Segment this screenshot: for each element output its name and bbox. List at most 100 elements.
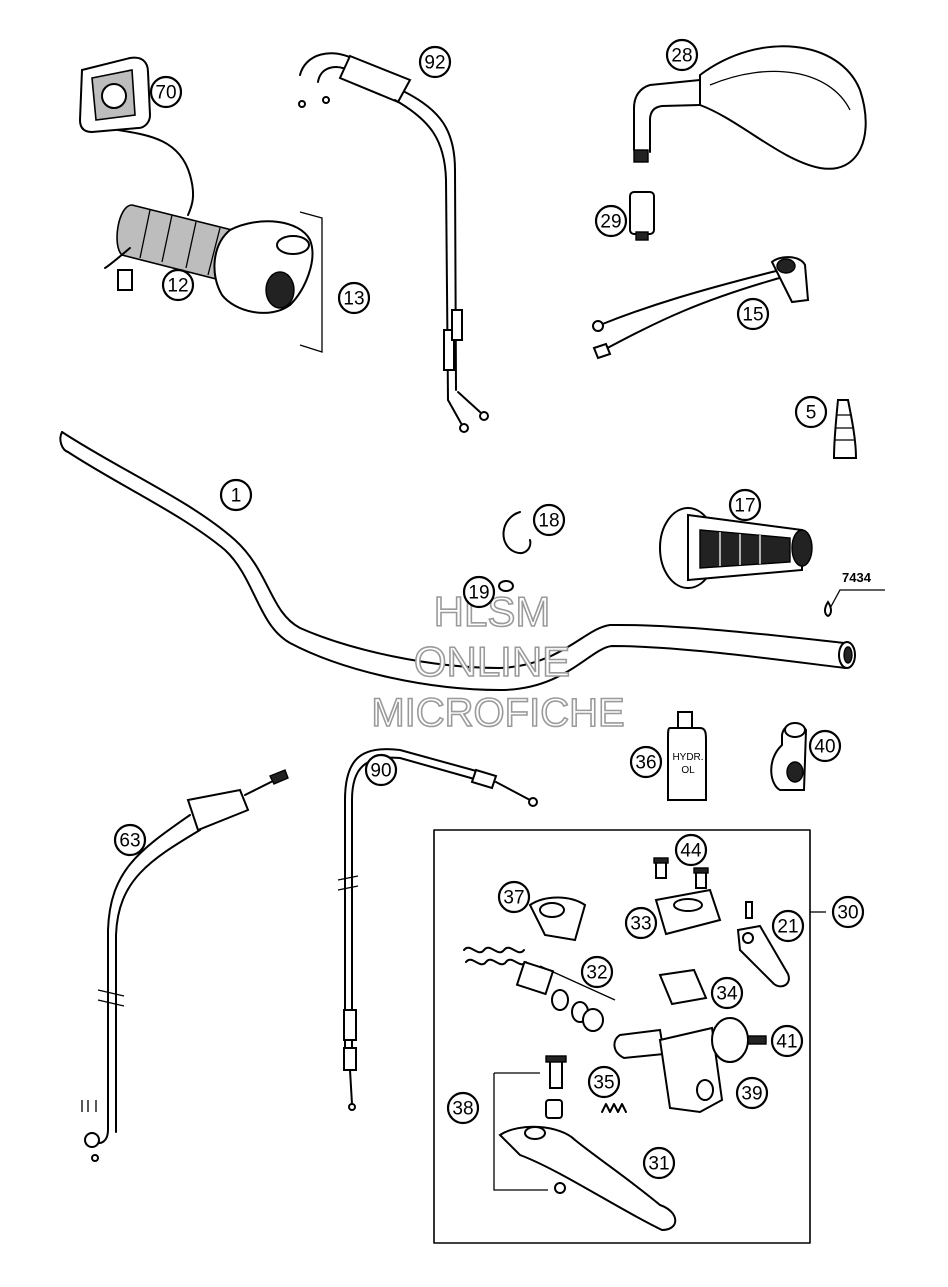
callout-label: 33 bbox=[630, 914, 651, 935]
callout-label: 36 bbox=[635, 753, 656, 774]
callout-circle bbox=[736, 297, 770, 331]
hydraulic-oil-bottle: HYDR. OL bbox=[667, 711, 707, 801]
callout-circle bbox=[113, 823, 147, 857]
bottle-label-line1: HYDR. bbox=[672, 752, 703, 763]
callout-label: 38 bbox=[452, 1099, 473, 1120]
callout-13: 13 bbox=[337, 281, 371, 315]
callout-circle bbox=[532, 503, 566, 537]
callout-label: 13 bbox=[343, 289, 364, 310]
callout-label: 35 bbox=[593, 1073, 614, 1094]
reference-7434-label: 7434 bbox=[842, 570, 872, 585]
callout-label: 15 bbox=[742, 305, 763, 326]
cable-cap bbox=[832, 399, 858, 459]
callout-circle bbox=[794, 395, 828, 429]
bushing bbox=[545, 1099, 563, 1119]
callout-label: 19 bbox=[468, 583, 489, 604]
callout-44: 44 bbox=[674, 833, 708, 867]
piston-kit bbox=[463, 946, 616, 1032]
callout-label: 37 bbox=[503, 888, 524, 909]
callout-circle bbox=[831, 895, 865, 929]
callout-17: 17 bbox=[728, 488, 762, 522]
seal bbox=[658, 968, 708, 1006]
callout-label: 44 bbox=[680, 841, 702, 862]
reference-7434: 7434 bbox=[824, 570, 885, 618]
callout-label: 21 bbox=[777, 917, 798, 938]
callout-circle bbox=[161, 268, 195, 302]
master-cylinder bbox=[613, 1017, 767, 1114]
handlebar bbox=[59, 431, 856, 691]
callout-label: 90 bbox=[370, 761, 391, 782]
hot-start-cable bbox=[81, 769, 289, 1162]
callout-63: 63 bbox=[113, 823, 147, 857]
callout-circle bbox=[674, 833, 708, 867]
callout-18: 18 bbox=[532, 503, 566, 537]
left-grip bbox=[659, 507, 813, 589]
callout-29: 29 bbox=[594, 204, 628, 238]
callout-label: 32 bbox=[586, 963, 607, 984]
kill-switch bbox=[592, 256, 810, 360]
callout-circle bbox=[418, 45, 452, 79]
callout-70: 70 bbox=[149, 75, 183, 109]
callout-5: 5 bbox=[794, 395, 828, 429]
mirror bbox=[633, 45, 867, 170]
callout-30: 30 bbox=[831, 895, 865, 929]
callout-circle bbox=[497, 880, 531, 914]
adjuster-lever bbox=[736, 901, 790, 988]
master-cylinder-box bbox=[433, 829, 826, 1244]
callout-label: 34 bbox=[716, 984, 738, 1005]
watermark: HLSM ONLINE MICROFICHE bbox=[371, 587, 626, 736]
callout-19: 19 bbox=[462, 575, 496, 609]
callout-28: 28 bbox=[665, 38, 699, 72]
callout-label: 41 bbox=[776, 1032, 797, 1053]
watermark-line3: MICROFICHE bbox=[371, 691, 624, 735]
callout-label: 18 bbox=[538, 511, 559, 532]
callout-90: 90 bbox=[364, 753, 398, 787]
callout-circle bbox=[665, 38, 699, 72]
callout-1: 1 bbox=[219, 478, 253, 512]
callout-label: 63 bbox=[119, 831, 140, 852]
callout-34: 34 bbox=[710, 976, 744, 1010]
callout-36: 36 bbox=[629, 745, 663, 779]
callout-circle bbox=[219, 478, 253, 512]
callout-label: 29 bbox=[600, 212, 621, 233]
callout-12: 12 bbox=[161, 268, 195, 302]
pivot-bolt bbox=[545, 1055, 567, 1089]
callout-32: 32 bbox=[580, 955, 614, 989]
spring bbox=[601, 1103, 627, 1113]
callout-35: 35 bbox=[587, 1065, 621, 1099]
callout-circle bbox=[462, 575, 496, 609]
callout-41: 41 bbox=[770, 1024, 804, 1058]
callout-circle bbox=[364, 753, 398, 787]
callout-circle bbox=[771, 909, 805, 943]
nut bbox=[498, 580, 514, 592]
callout-label: 1 bbox=[231, 486, 242, 507]
throttle-housing-cover bbox=[78, 56, 195, 216]
callout-15: 15 bbox=[736, 297, 770, 331]
circlip bbox=[502, 511, 532, 554]
throttle-grip bbox=[104, 204, 241, 291]
callout-label: 28 bbox=[671, 46, 692, 67]
hand-lever bbox=[493, 1072, 677, 1232]
callout-label: 5 bbox=[806, 403, 817, 424]
callout-circle bbox=[710, 976, 744, 1010]
callout-circle bbox=[580, 955, 614, 989]
callout-33: 33 bbox=[624, 906, 658, 940]
callout-label: 39 bbox=[741, 1084, 762, 1105]
mirror-adapter bbox=[629, 191, 655, 241]
callout-circle bbox=[728, 488, 762, 522]
callout-circle bbox=[337, 281, 371, 315]
callout-circle bbox=[808, 729, 842, 763]
bottle-label-line2: OL bbox=[681, 765, 695, 776]
callouts: 1512131517181921282930313233343536373839… bbox=[113, 38, 865, 1180]
clutch-cable bbox=[337, 748, 538, 1111]
callout-circle bbox=[735, 1076, 769, 1110]
callout-label: 31 bbox=[648, 1154, 669, 1175]
callout-92: 92 bbox=[418, 45, 452, 79]
callout-40: 40 bbox=[808, 729, 842, 763]
throttle-housing bbox=[213, 211, 323, 353]
callout-label: 12 bbox=[167, 276, 188, 297]
callout-circle bbox=[594, 204, 628, 238]
reservoir-cover bbox=[654, 888, 722, 936]
callout-31: 31 bbox=[642, 1146, 676, 1180]
